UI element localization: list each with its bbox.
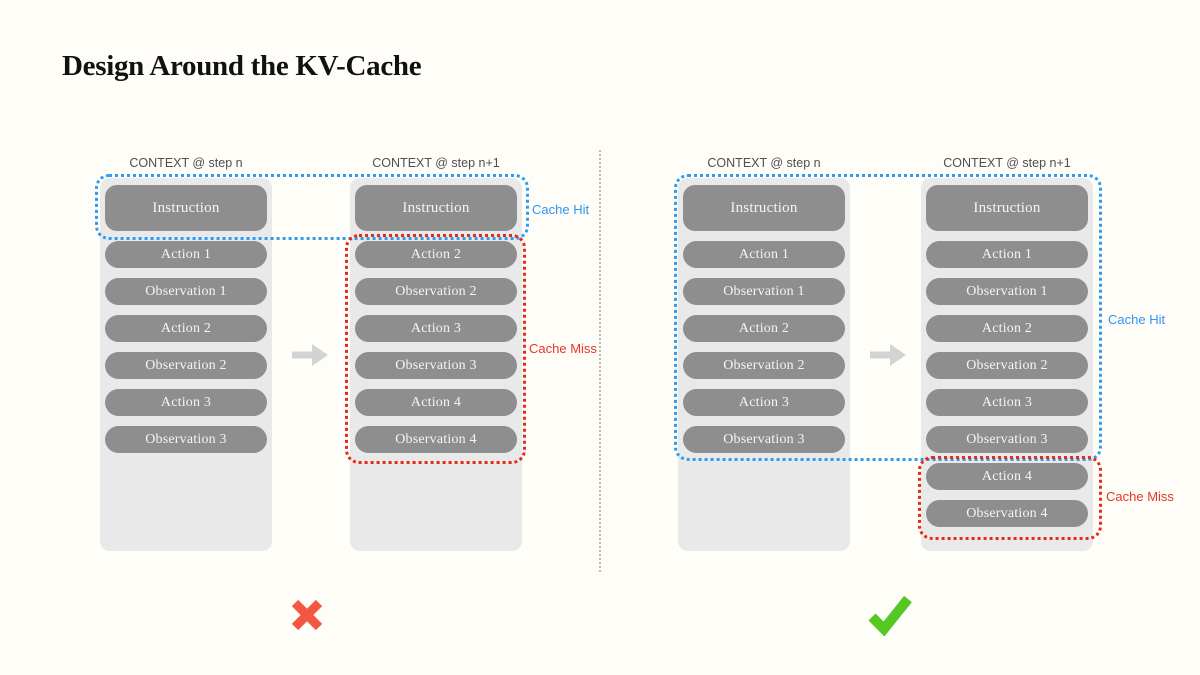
token-block: Action 4 xyxy=(926,463,1088,490)
cache-miss-label: Cache Miss xyxy=(529,341,597,356)
context-column: Instruction Action 2 Observation 2 Actio… xyxy=(350,178,522,551)
token-block: Observation 3 xyxy=(683,426,845,453)
context-header-step-n1: CONTEXT @ step n+1 xyxy=(943,156,1071,170)
context-column: Instruction Action 1 Observation 1 Actio… xyxy=(678,178,850,551)
context-column: Instruction Action 1 Observation 1 Actio… xyxy=(921,178,1093,551)
cross-icon xyxy=(291,599,323,631)
token-block: Observation 2 xyxy=(683,352,845,379)
context-header-step-n1: CONTEXT @ step n+1 xyxy=(372,156,500,170)
token-block: Action 1 xyxy=(683,241,845,268)
panel-divider xyxy=(599,150,601,572)
token-block: Action 4 xyxy=(355,389,517,416)
token-block: Action 2 xyxy=(355,241,517,268)
context-header-step-n: CONTEXT @ step n xyxy=(707,156,821,170)
token-block: Observation 1 xyxy=(105,278,267,305)
token-block: Action 2 xyxy=(105,315,267,342)
slide-title: Design Around the KV-Cache xyxy=(62,50,422,82)
cache-hit-label: Cache Hit xyxy=(1108,312,1166,327)
token-block: Action 1 xyxy=(105,241,267,268)
token-block: Observation 3 xyxy=(355,352,517,379)
token-block: Action 3 xyxy=(683,389,845,416)
token-block: Observation 4 xyxy=(926,500,1088,527)
token-block: Instruction xyxy=(105,185,267,231)
token-block: Action 2 xyxy=(683,315,845,342)
token-block: Observation 1 xyxy=(683,278,845,305)
token-block: Instruction xyxy=(683,185,845,231)
token-block: Observation 2 xyxy=(105,352,267,379)
step-arrow-icon xyxy=(870,344,906,366)
token-block: Observation 1 xyxy=(926,278,1088,305)
token-block: Observation 3 xyxy=(926,426,1088,453)
token-block: Action 3 xyxy=(355,315,517,342)
step-arrow-icon xyxy=(292,344,328,366)
token-block: Action 2 xyxy=(926,315,1088,342)
context-column: Instruction Action 1 Observation 1 Actio… xyxy=(100,178,272,551)
token-block: Action 1 xyxy=(926,241,1088,268)
token-block: Action 3 xyxy=(926,389,1088,416)
cache-miss-label: Cache Miss xyxy=(1106,489,1174,504)
check-icon xyxy=(868,595,912,637)
token-block: Instruction xyxy=(926,185,1088,231)
token-block: Observation 4 xyxy=(355,426,517,453)
token-block: Observation 2 xyxy=(926,352,1088,379)
token-block: Observation 3 xyxy=(105,426,267,453)
token-block: Instruction xyxy=(355,185,517,231)
cache-hit-label: Cache Hit xyxy=(532,202,590,217)
context-header-step-n: CONTEXT @ step n xyxy=(129,156,243,170)
token-block: Action 3 xyxy=(105,389,267,416)
token-block: Observation 2 xyxy=(355,278,517,305)
